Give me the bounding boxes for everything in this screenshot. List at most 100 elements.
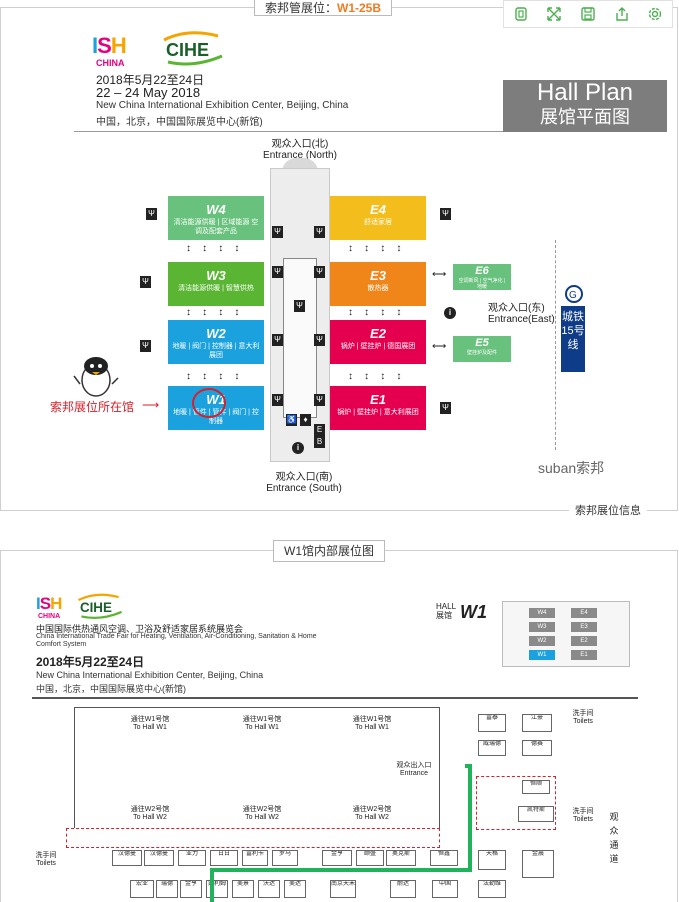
toilet-icon: ♿ (286, 414, 297, 426)
save-icon[interactable] (577, 3, 599, 25)
booth: 美达 (284, 880, 306, 898)
ish-logo: ISH (36, 594, 62, 613)
restaurant-icon: Ψ (272, 394, 283, 406)
minimap-e3: E3 (571, 622, 597, 632)
w1-hall-title: HALL 展馆 W1 (436, 602, 487, 622)
w1-venue-cn: 中国，北京，中国国际展览中心(新馆) (36, 684, 186, 694)
restaurant-icon: Ψ (294, 300, 305, 312)
settings-icon[interactable] (644, 3, 666, 25)
booth-row-outline (66, 828, 440, 848)
share-icon[interactable] (611, 3, 633, 25)
booth: 奥克斯 (386, 850, 416, 866)
image-toolbar (503, 0, 673, 28)
w1-floor-outline (32, 697, 638, 902)
cihe-logo: CIHE (77, 593, 122, 619)
booth: 恒鑫 (430, 850, 458, 866)
restaurant-icon: Ψ (140, 276, 151, 288)
minimap-w1: W1 (529, 650, 555, 660)
minimap-w3: W3 (529, 622, 555, 632)
plan-date-cn: 2018年5月22至24日 (96, 73, 205, 87)
info-icon: i (444, 307, 456, 319)
divider (74, 131, 596, 132)
elevator-icon: E (314, 424, 325, 436)
arrow-w2-w1: ↕ ↕ ↕ ↕ (186, 371, 240, 382)
hall-minimap: W4 W3 W2 W1 E4 E3 E2 E1 (502, 601, 630, 667)
booth: 中国 (432, 880, 458, 898)
suban-watermark: suban索邦 (538, 460, 605, 476)
booth: 金亨 (322, 850, 352, 866)
minimap-e2: E2 (571, 636, 597, 646)
plan-date-en: 22 – 24 May 2018 (96, 85, 201, 100)
booth: 沃达 (258, 880, 280, 898)
arrow-e4-e3: ↕ ↕ ↕ ↕ (348, 243, 402, 254)
w1-main-area (74, 707, 440, 829)
booth-hall-marker: 索邦展位所在馆 (50, 400, 135, 414)
minimap-e4: E4 (571, 608, 597, 618)
minimap-w4: W4 (529, 608, 555, 618)
booth-info-caption: 索邦展位信息 (569, 503, 647, 519)
arrow-w3-w2: ↕ ↕ ↕ ↕ (186, 307, 240, 318)
restaurant-icon: Ψ (314, 266, 325, 278)
w1-highlight-circle (192, 388, 226, 418)
booth: 汉德曼 (112, 850, 142, 866)
ish-logo-sub: CHINA (38, 613, 61, 620)
arrow-w4-w3: ↕ ↕ ↕ ↕ (186, 243, 240, 254)
toilet-icon: ♦ (300, 414, 311, 426)
booth: 富泰 (478, 714, 506, 732)
metro-logo-icon: G (565, 285, 583, 303)
booth: 美景 (232, 880, 254, 898)
hall-plan-banner: Hall Plan 展馆平面图 (503, 80, 667, 132)
booth: 凯特斯 (518, 806, 554, 822)
arrow-e2-e1: ↕ ↕ ↕ ↕ (348, 371, 402, 382)
route-path (210, 764, 472, 902)
restaurant-icon: Ψ (440, 208, 451, 220)
metro-line-15: 城铁15号线 (561, 306, 585, 372)
booth: 恒顺 (522, 780, 550, 794)
metro-line-guide (555, 240, 556, 450)
booth: 瑞德 (156, 880, 178, 898)
booth-title-prefix: 索邦管展位： (265, 1, 338, 15)
booth: 罗马 (272, 850, 298, 866)
plan-venue-cn: 中国，北京，中国国际展览中心(新馆) (96, 117, 263, 128)
ish-logo-sub: CHINA (96, 58, 125, 68)
restaurant-icon: Ψ (140, 340, 151, 352)
booth: 宏业 (130, 880, 154, 898)
ish-logo: ISH (92, 33, 127, 58)
arrow-e3-e6: ⟷ (432, 269, 447, 280)
restaurant-icon: Ψ (272, 226, 283, 238)
booth-number: W1-25B (337, 1, 382, 15)
w1-date: 2018年5月22至24日 (36, 655, 145, 669)
arrow-e2-e5: ⟷ (432, 341, 447, 352)
svg-text:G: G (569, 290, 577, 301)
restaurant-icon: Ψ (272, 334, 283, 346)
copy-icon[interactable] (510, 3, 532, 25)
booth: 德赛 (522, 740, 552, 756)
booth: 南京天禾 (330, 880, 356, 898)
cihe-logo: CIHE (163, 31, 223, 66)
minimap-w2: W2 (529, 636, 555, 646)
booth: 日日 (210, 850, 238, 866)
booth: 江豪 (522, 714, 552, 732)
hall-plan-title-en: Hall Plan (536, 79, 634, 106)
w1-plan-title: W1馆内部展位图 (273, 540, 386, 562)
expand-icon[interactable] (543, 3, 565, 25)
svg-text:CIHE: CIHE (80, 600, 112, 615)
w1-venue-en: New China International Exhibition Cente… (36, 670, 264, 680)
central-corridor-inner (283, 258, 317, 418)
w1-fair-title-cn: 中国国际供热通风空调、卫浴及舒适家居系统展览会 (36, 624, 244, 634)
visitor-corridor-label: 观众通道 (609, 812, 619, 864)
penguin-mascot-icon (73, 357, 119, 397)
restaurant-icon: Ψ (146, 208, 157, 220)
